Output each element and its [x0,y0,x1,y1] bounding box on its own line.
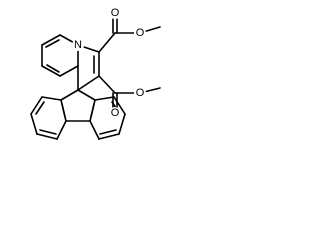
bond-left-benzene-2 [30,96,43,115]
bond-ring6-c3-c4-inner [46,64,60,73]
bond-c3-carbonyl-top [98,32,116,53]
molecule-structure: N O O O O [30,7,161,140]
bond-c2-carbonyl-bottom [98,75,116,94]
atom-oxygen-carbonyl-top: O [111,7,120,19]
bond-left-benzene-6-inner [61,103,66,118]
bond-left-benzene-3 [30,113,38,135]
bond-ring6-c1-c2 [41,34,61,46]
bond-left-benzene-4 [36,133,58,140]
bond-right-benzene-5 [89,120,100,140]
bond-right-benzene-1 [94,96,115,101]
bond-right-benzene-6-inner [90,103,95,118]
bond-ring5-c2-spiro [77,75,100,91]
bond-ring6-c1-c2-inner [45,39,60,48]
bond-left-benzene-1 [41,96,62,101]
bond-left-benzene-4-inner [39,129,57,135]
bond-left-benzene-5 [56,120,67,140]
bond-right-benzene-4-inner [99,129,117,135]
bond-right-benzene-4 [98,133,120,140]
bond-left-benzene-2-inner [35,101,45,115]
atom-nitrogen: N [74,39,82,51]
bond-ring6-c3-c4 [41,65,61,77]
bond-ring6-c4-c8a [59,65,79,77]
bond-right-benzene-2 [113,96,126,115]
atom-oxygen-ester-bottom: O [136,87,145,99]
bond-fluorene-spiro-left [60,89,79,101]
atom-label-layer: N O O O O [72,7,146,119]
atom-oxygen-ester-top: O [136,27,145,39]
atom-oxygen-carbonyl-bottom: O [111,107,120,119]
bond-right-benzene-3 [118,113,126,135]
bond-fluorene-spiro-right [77,89,96,101]
